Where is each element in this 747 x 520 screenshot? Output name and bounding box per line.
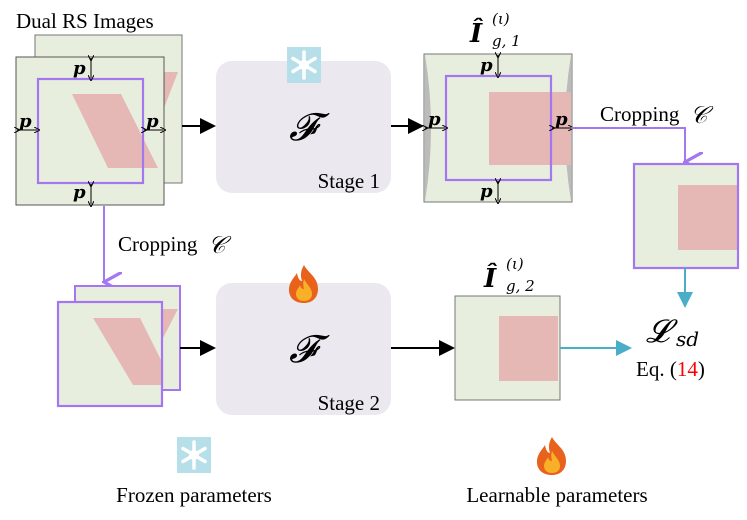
front-change-region xyxy=(72,94,158,168)
padding-label: p xyxy=(480,55,493,76)
padding-label: p xyxy=(555,109,568,130)
self-distillation-loss: 𝓛 sd Eq. (14) xyxy=(636,312,705,381)
loss-symbol: 𝓛 xyxy=(646,312,678,350)
output1-sup: (ι) xyxy=(492,10,510,28)
output2-symbol: Î xyxy=(483,262,497,294)
cropping-symbol-2: 𝒞 xyxy=(208,231,232,259)
cropping-symbol-1: 𝒞 xyxy=(690,101,714,129)
stage1-label: Stage 1 xyxy=(318,169,380,193)
snowflake-icon xyxy=(175,435,213,475)
padding-label: p xyxy=(73,182,86,203)
crop-arrow-1 xyxy=(572,127,685,162)
padding-arrows xyxy=(17,58,163,204)
output1-symbol: Î xyxy=(469,17,483,49)
snowflake-icon xyxy=(285,45,323,85)
output2-sup: (ι) xyxy=(506,255,524,273)
fire-icon xyxy=(289,265,318,303)
output2-sub: g, 2 xyxy=(506,277,535,295)
padding-label: p xyxy=(428,109,441,130)
output-image-2: Î (ι) g, 2 xyxy=(454,255,561,401)
stage2-label: Stage 2 xyxy=(318,391,380,415)
fire-icon xyxy=(537,437,566,475)
padding-label: p xyxy=(73,58,86,79)
loss-sub: sd xyxy=(676,327,699,351)
dual-rs-images-title: Dual RS Images xyxy=(16,9,154,33)
stage2-model: 𝓕 Stage 2 xyxy=(216,265,391,415)
cropping-label-2: Cropping xyxy=(118,232,198,256)
padding-label: p xyxy=(480,181,493,202)
cropped-output-1 xyxy=(632,162,740,270)
cropping-label-1: Cropping xyxy=(600,102,680,126)
cropped-dual-images xyxy=(56,285,181,408)
padding-label: p xyxy=(146,111,159,132)
output1-sub: g, 1 xyxy=(492,32,521,50)
output-image-1: Î (ι) g, 1 p p p p xyxy=(424,10,572,202)
stage1-model: 𝓕 Stage 1 xyxy=(216,45,391,193)
legend-frozen-label: Frozen parameters xyxy=(116,483,272,507)
legend: Frozen parameters Learnable parameters xyxy=(116,435,648,507)
legend-learnable-label: Learnable parameters xyxy=(466,483,647,507)
padding-label: p xyxy=(19,111,32,132)
equation-reference: Eq. (14) xyxy=(636,357,705,381)
back-change-region xyxy=(164,72,178,108)
dual-rs-images: p p p p xyxy=(16,34,183,205)
equation-link[interactable]: 14 xyxy=(677,357,699,381)
